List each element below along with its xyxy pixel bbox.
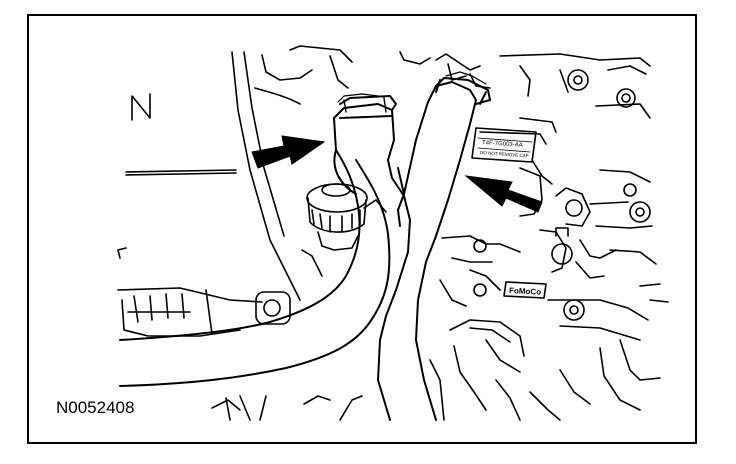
brand-label-text: FoMoCo <box>509 286 542 297</box>
engine-housing-right <box>479 117 669 421</box>
brand-label-plate <box>503 281 547 299</box>
engine-components-center <box>303 167 573 421</box>
reservoir-cap <box>301 183 387 277</box>
compass-marker <box>125 93 237 176</box>
part-label-text: T4F-7G003-AA <box>482 140 523 149</box>
lower-radiator-hose <box>119 149 391 387</box>
figure-id-label: N0052408 <box>56 398 135 417</box>
upper-radiator-hose <box>333 95 411 421</box>
part-label-plate <box>471 127 537 163</box>
part-label-text-line2: DO NOT REMOVE CAP <box>480 150 529 158</box>
engine-housing-top <box>289 45 651 119</box>
hose-clamp-upper <box>337 71 487 103</box>
engine-housing-left <box>117 51 313 421</box>
lower-hose-arrow <box>464 175 543 213</box>
upper-hose-arrow <box>251 135 326 169</box>
heater-hose <box>397 77 491 421</box>
